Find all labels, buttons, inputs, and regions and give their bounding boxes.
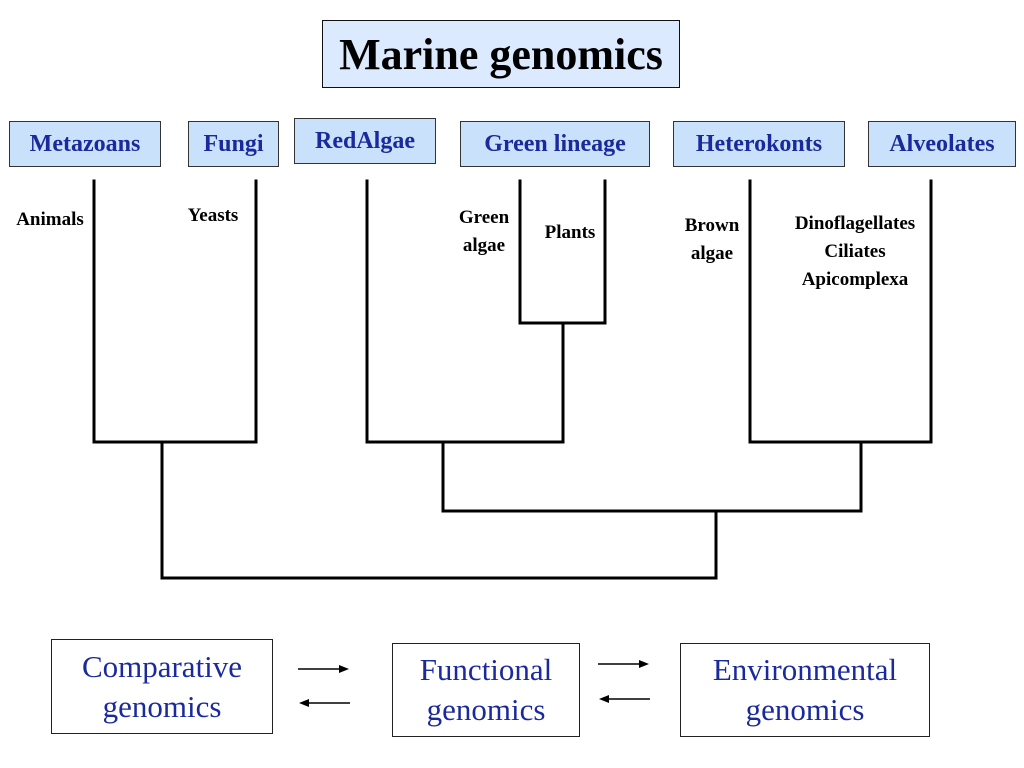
arrow-right-2 [598,660,649,668]
group-heterokonts: Heterokonts [673,121,845,167]
label-alveolate-groups: Dinoflagellates Ciliates Apicomplexa [794,213,916,290]
functional-genomics-box: Functional genomics [392,643,580,737]
arrow-right-1 [298,665,349,673]
label-brown-algae: Brown algae [684,215,740,264]
group-red-algae: RedAlgae [294,118,436,164]
group-metazoans: Metazoans [9,121,161,167]
group-green-lineage: Green lineage [460,121,650,167]
label-plants: Plants [544,222,596,243]
label-animals: Animals [16,209,84,230]
environmental-genomics-box: Environmental genomics [680,643,930,737]
label-green-algae: Green algae [458,207,510,256]
group-fungi: Fungi [188,121,279,167]
page-title: Marine genomics [322,20,680,88]
arrow-left-2 [599,695,650,703]
group-alveolates: Alveolates [868,121,1016,167]
arrow-left-1 [299,699,350,707]
comparative-genomics-box: Comparative genomics [51,639,273,734]
label-yeasts: Yeasts [187,205,239,226]
